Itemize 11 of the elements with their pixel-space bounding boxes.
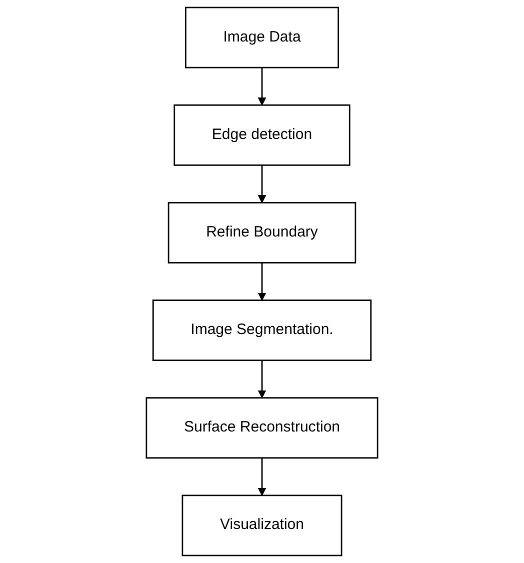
node-box [184, 6, 340, 68]
arrow [258, 262, 266, 301]
node-box [146, 397, 378, 459]
arrow [258, 360, 266, 398]
arrow [258, 68, 266, 106]
node-box [152, 300, 372, 362]
arrow [258, 165, 266, 204]
arrow [258, 458, 266, 496]
node-box [174, 104, 350, 166]
node-box [182, 494, 342, 556]
node-box [168, 202, 356, 264]
